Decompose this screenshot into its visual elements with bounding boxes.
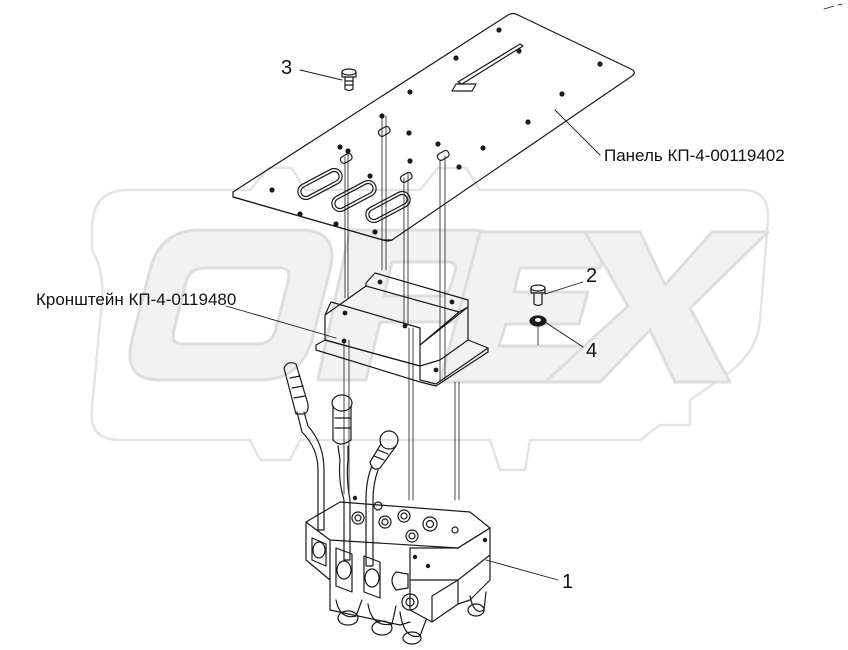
lever-middle bbox=[331, 394, 353, 561]
bracket-label: Кронштейн КП-4-0119480 bbox=[36, 290, 237, 309]
callout-3: 3 bbox=[281, 57, 293, 79]
bracket-side bbox=[419, 306, 469, 346]
watermark-logo bbox=[90, 166, 770, 472]
bolt-2 bbox=[530, 284, 546, 307]
callout-4: 4 bbox=[586, 340, 598, 362]
washer-4 bbox=[529, 315, 547, 327]
panel-drawing bbox=[232, 12, 635, 242]
bracket-front-top bbox=[324, 301, 421, 346]
panel-tab bbox=[451, 83, 477, 92]
valve-ports bbox=[351, 501, 459, 543]
panel-holes bbox=[269, 27, 603, 235]
watermark-gear-ring bbox=[90, 166, 770, 472]
leader-bracket bbox=[225, 305, 337, 339]
leader-lines bbox=[225, 69, 601, 581]
valve-bolts bbox=[352, 495, 488, 569]
bracket-drawing bbox=[315, 272, 489, 387]
levers bbox=[283, 362, 399, 567]
lever-left bbox=[283, 362, 325, 531]
bolt-3 bbox=[341, 68, 357, 92]
valve-lower-body bbox=[329, 579, 487, 645]
valve-right-section bbox=[409, 527, 491, 581]
valve-top bbox=[305, 501, 491, 549]
leader-panel bbox=[554, 109, 601, 156]
projection-lines bbox=[343, 115, 539, 501]
panel-slot bbox=[457, 43, 524, 85]
bracket-base-flange bbox=[315, 339, 489, 385]
leader-part-4 bbox=[544, 321, 584, 348]
panel-lever-slots bbox=[297, 167, 411, 224]
lever-right bbox=[365, 430, 399, 567]
leader-part-2 bbox=[544, 281, 584, 295]
leader-part-3 bbox=[299, 69, 343, 81]
leader-part-1 bbox=[485, 559, 559, 581]
bracket-base-lower bbox=[315, 344, 489, 387]
panel-edge bbox=[232, 196, 393, 241]
valve-block bbox=[305, 495, 491, 645]
panel-outline bbox=[232, 12, 635, 242]
callout-1: 1 bbox=[562, 571, 574, 593]
valve-end-block bbox=[409, 579, 459, 623]
valve-front bbox=[305, 521, 331, 581]
panel-label: Панель КП-4-00119402 bbox=[604, 146, 785, 165]
bracket-holes bbox=[341, 279, 455, 373]
callout-2: 2 bbox=[586, 265, 598, 287]
valve-spools bbox=[311, 537, 419, 611]
corner-mark bbox=[823, 3, 843, 10]
